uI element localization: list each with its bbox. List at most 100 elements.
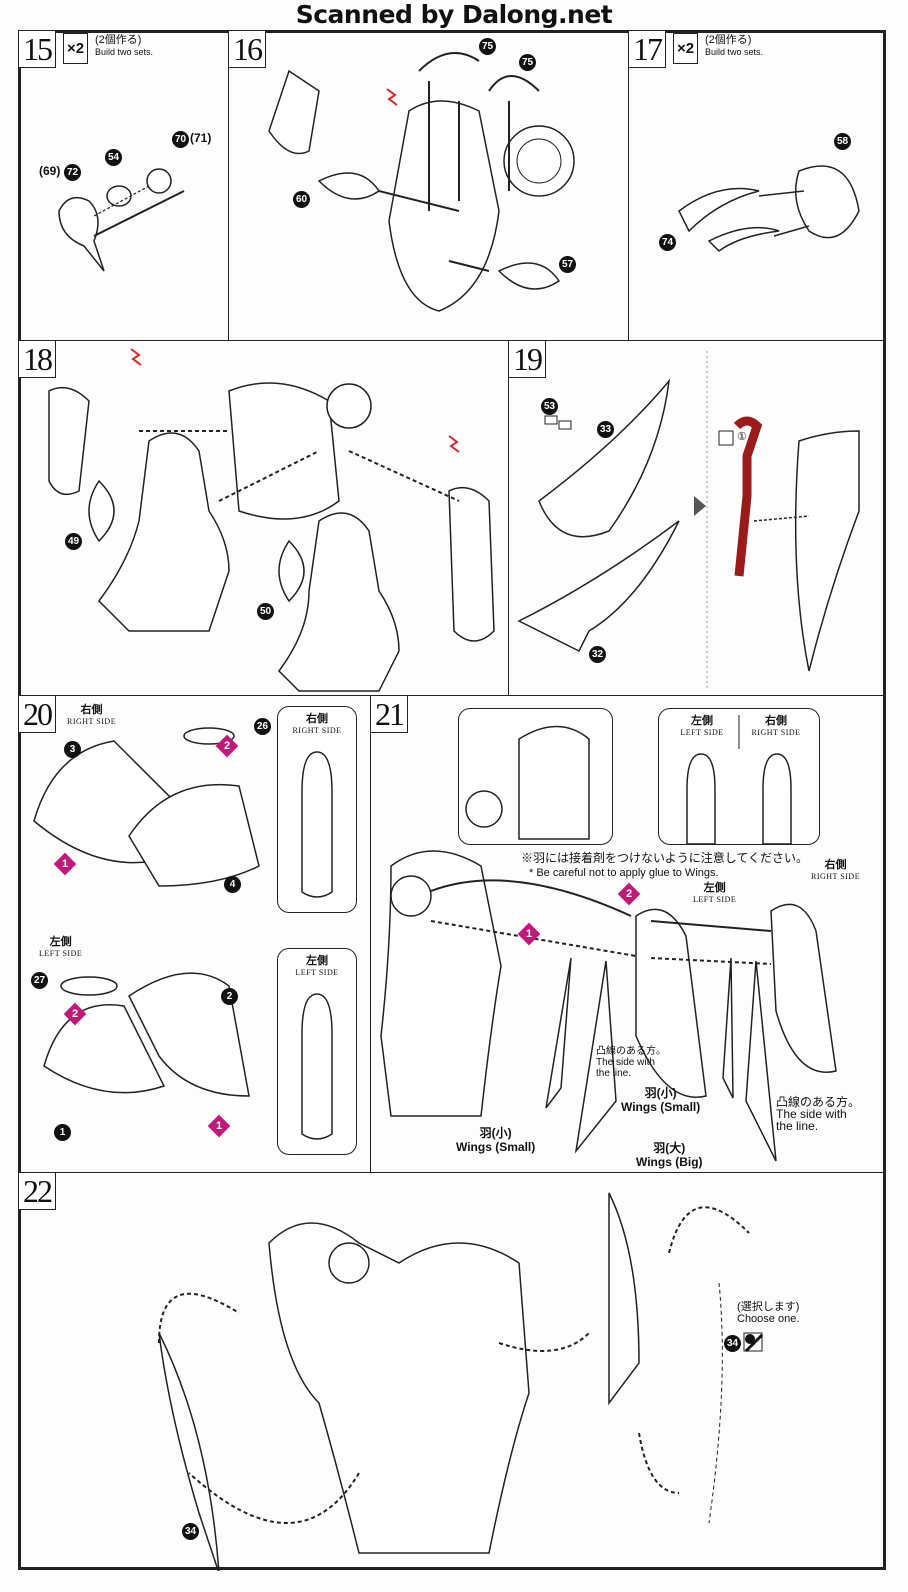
step-16-illustration — [268, 52, 575, 312]
step-marker-1: 1 — [517, 922, 541, 946]
step-marker-1: 1 — [207, 1114, 231, 1138]
step-marker-2: 2 — [617, 882, 641, 906]
part-number: 34 — [724, 1335, 741, 1352]
label-en: LEFT SIDE — [295, 968, 339, 977]
label-en: RIGHT SIDE — [811, 872, 861, 881]
step-marker-2: 2 — [63, 1002, 87, 1026]
wings-big-label: 羽(大)Wings (Big) — [636, 1141, 703, 1169]
note-en: Build two sets. — [95, 47, 154, 57]
part-number: 33 — [597, 421, 614, 438]
label-jp: 右側 — [80, 704, 103, 716]
label-jp: 左側 — [306, 955, 328, 967]
wings-small-label: 羽(小)Wings (Small) — [456, 1126, 536, 1154]
label-jp: 右側 — [306, 713, 328, 725]
step-22-illustration — [158, 1192, 764, 1571]
label-en: RIGHT SIDE — [292, 726, 342, 735]
line-side-note: 凸線のある方。The side with the line. — [596, 1046, 666, 1079]
part-number: 50 — [257, 603, 274, 620]
step-marker-1: 1 — [53, 852, 77, 876]
part-number: 3 — [64, 741, 81, 758]
part-number: 2 — [221, 988, 238, 1005]
label-jp: 左側 — [703, 882, 726, 894]
step-17-illustration — [678, 165, 860, 252]
step-18-panel: 18 49 50 — [18, 340, 509, 696]
caution-jp: ※羽には接着剤をつけないように注意してください。 — [521, 851, 809, 865]
note-en: The side with the line. — [596, 1057, 655, 1079]
step-number: 22 — [19, 1173, 56, 1210]
part-number: 75 — [519, 54, 536, 71]
build-twice-note: (2個作る)Build two sets. — [95, 34, 153, 58]
part-number: 57 — [559, 256, 576, 273]
note-jp: 凸線のある方。 — [596, 1046, 666, 1057]
part-number: 74 — [659, 234, 676, 251]
label-jp: 左側 — [49, 936, 72, 948]
line-side-note: 凸線のある方。The side with the line. — [776, 1096, 860, 1132]
part-number: 53 — [541, 398, 558, 415]
step-15-illustration — [58, 168, 185, 272]
detail-inset — [458, 708, 613, 845]
part-number: 4 — [224, 876, 241, 893]
step-22-panel: 22 (選択します)Choose one. 34 34 — [18, 1172, 886, 1571]
label-jp: 右側 — [765, 715, 787, 727]
page-frame — [18, 30, 886, 1570]
caution-en: * Be careful not to apply glue to Wings. — [529, 867, 719, 879]
step-19-illustration — [517, 351, 860, 691]
step-20-illustration — [33, 727, 260, 1097]
build-twice-badge: ×2 — [63, 33, 89, 64]
step-number: 17 — [629, 31, 666, 68]
note-jp: (選択します) — [737, 1301, 800, 1313]
step-21-illustration — [380, 850, 837, 1162]
watermark: Scanned by Dalong.net — [295, 0, 613, 29]
choose-one-note: (選択します)Choose one. — [737, 1301, 799, 1325]
part-number: (71) — [190, 131, 212, 145]
label-jp: 左側 — [691, 715, 713, 727]
note-jp: (2個作る) — [95, 34, 142, 46]
note-jp: (2個作る) — [705, 34, 752, 46]
note-en: Choose one. — [737, 1313, 800, 1325]
part-number: 58 — [834, 133, 851, 150]
note-en: The side with the line. — [776, 1107, 847, 1133]
part-number: (69) — [39, 164, 61, 178]
step-19-panel: 19 ① 53 33 32 — [508, 340, 886, 696]
label-en: LEFT SIDE — [680, 728, 724, 737]
step-number: 15 — [19, 31, 56, 68]
label-en: RIGHT SIDE — [67, 717, 117, 726]
step-16-panel: 16 75 75 60 57 — [228, 30, 629, 341]
step-18-illustration — [48, 348, 495, 692]
step-number: 18 — [19, 341, 56, 378]
part-number: 34 — [182, 1523, 199, 1540]
label-en: LEFT SIDE — [39, 949, 83, 958]
note-en: Build two sets. — [705, 47, 764, 57]
step-number: 19 — [509, 341, 546, 378]
step-number: 21 — [371, 696, 408, 733]
part-number: 32 — [589, 646, 606, 663]
build-twice-note: (2個作る)Build two sets. — [705, 34, 763, 58]
label-jp: 右側 — [824, 859, 847, 871]
sticker-number: ① — [737, 431, 747, 443]
label-en: RIGHT SIDE — [751, 728, 801, 737]
part-number: 60 — [293, 191, 310, 208]
part-number: 1 — [54, 1124, 71, 1141]
label-en: LEFT SIDE — [693, 895, 737, 904]
build-twice-badge: ×2 — [673, 33, 699, 64]
part-number: 75 — [479, 38, 496, 55]
step-number: 20 — [19, 696, 56, 733]
part-number: 72 — [64, 164, 81, 181]
step-15-panel: 15 ×2 (2個作る)Build two sets. (69) 72 54 7… — [18, 30, 229, 341]
part-number: 26 — [254, 718, 271, 735]
part-number: 27 — [31, 972, 48, 989]
part-number: 70 — [172, 131, 189, 148]
